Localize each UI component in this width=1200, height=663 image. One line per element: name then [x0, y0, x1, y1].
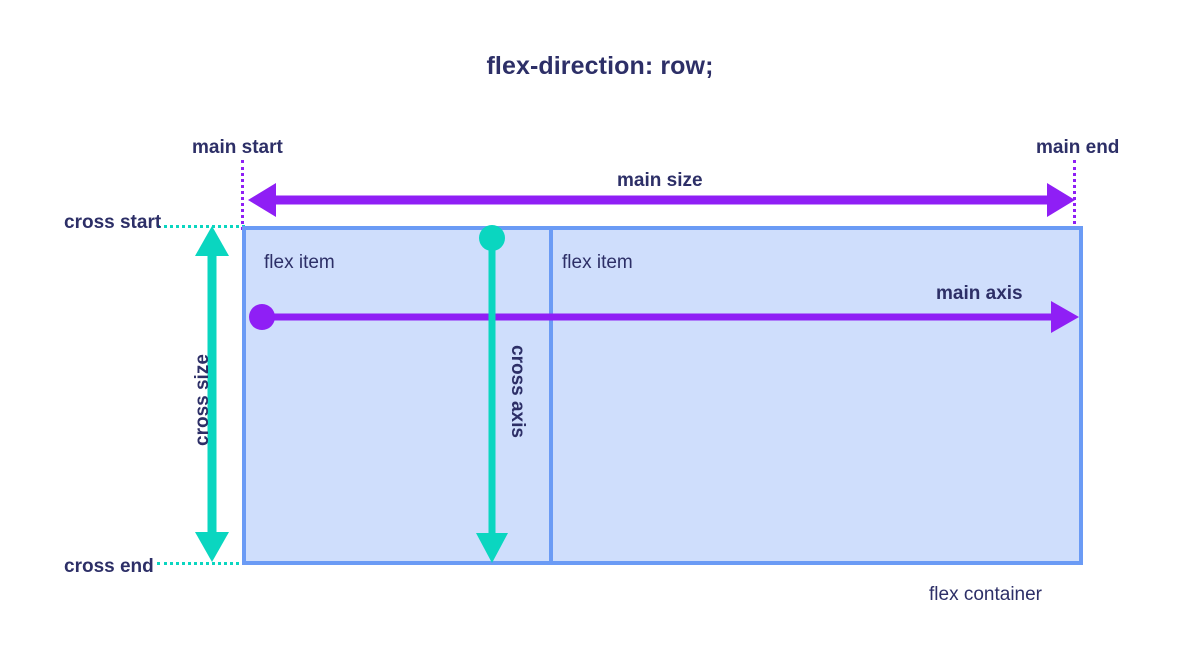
- cross-end-label: cross end: [64, 556, 154, 577]
- page-title: flex-direction: row;: [486, 52, 714, 80]
- cross-size-label: cross size: [192, 354, 213, 446]
- flex-item-label-2: flex item: [562, 252, 633, 273]
- main-axis-label: main axis: [936, 283, 1023, 304]
- cross-axis-label: cross axis: [507, 345, 528, 438]
- main-start-guide-line: [241, 160, 244, 230]
- main-size-arrow: [248, 183, 1075, 217]
- cross-size-arrow: [195, 226, 229, 562]
- cross-end-guide-line: [157, 562, 245, 565]
- cross-axis-arrow: [476, 225, 508, 563]
- cross-start-guide-line: [157, 225, 245, 228]
- main-end-guide-line: [1073, 160, 1076, 230]
- flex-item-label-1: flex item: [264, 252, 335, 273]
- main-start-label: main start: [192, 137, 283, 158]
- flex-container-box: [242, 226, 1083, 565]
- main-size-label: main size: [617, 170, 703, 191]
- flex-item-divider: [549, 230, 553, 561]
- flex-container-label: flex container: [929, 584, 1043, 605]
- main-axis-arrow: [249, 301, 1079, 333]
- cross-start-label: cross start: [64, 212, 162, 233]
- main-end-label: main end: [1036, 137, 1120, 158]
